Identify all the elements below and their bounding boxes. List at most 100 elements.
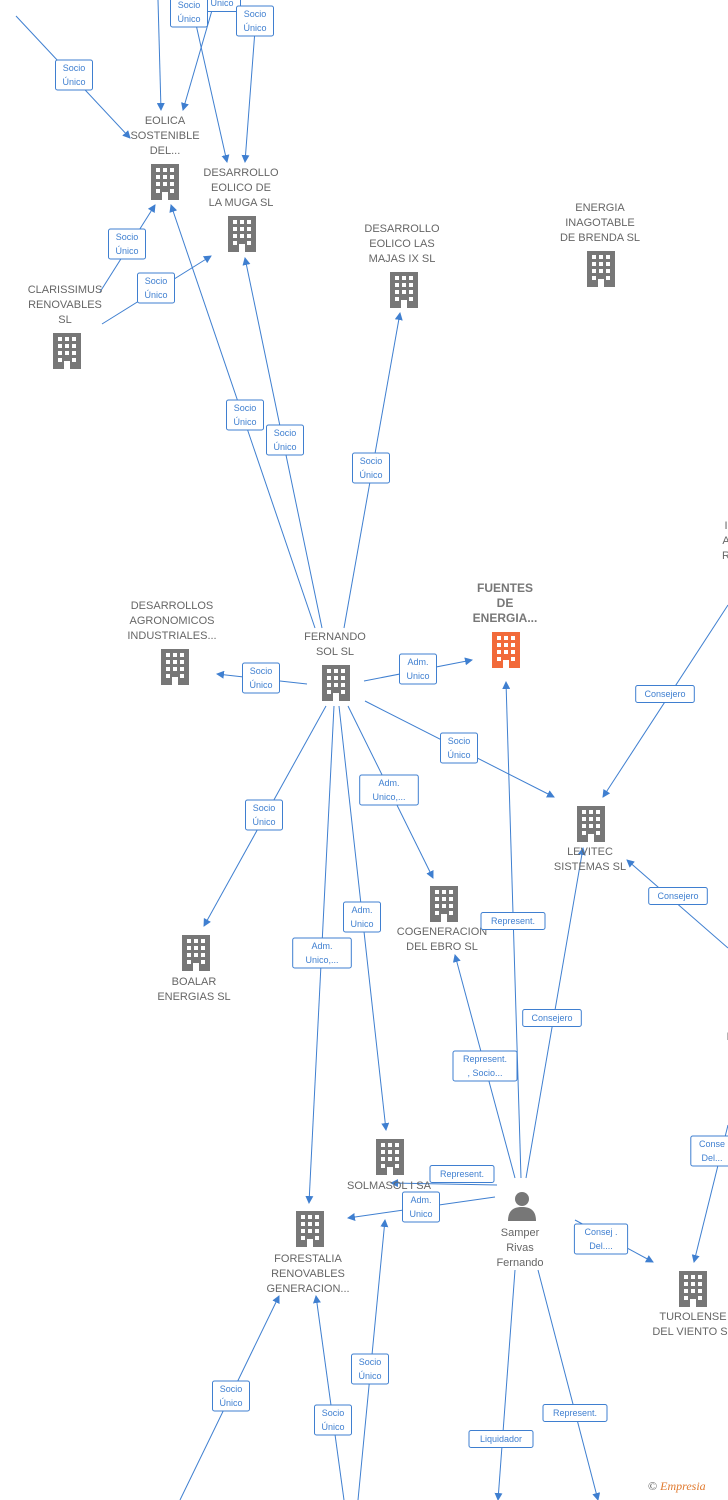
building-icon[interactable] — [376, 1139, 404, 1175]
edge-label[interactable]: Adm.Unico — [399, 653, 437, 685]
node-forestalia[interactable]: FORESTALIARENOVABLESGENERACION... — [266, 1211, 350, 1295]
edge-label[interactable]: Único — [203, 0, 241, 12]
edge-label-box[interactable] — [108, 228, 146, 260]
edge-label-box[interactable] — [452, 1050, 518, 1082]
edge-label[interactable]: Adm.Unico,... — [359, 774, 419, 806]
edge-label-box[interactable] — [292, 937, 352, 969]
edge-line — [312, 1295, 345, 1500]
node-fuentes[interactable]: FUENTESDEENERGIA... — [473, 581, 538, 668]
edge-label-box[interactable] — [314, 1404, 352, 1436]
edge-label[interactable]: Represent. — [429, 1165, 495, 1183]
edge-label-box[interactable] — [399, 653, 437, 685]
edge-label-box[interactable] — [242, 662, 280, 694]
building-icon[interactable] — [577, 806, 605, 842]
edge-label-box[interactable] — [648, 887, 708, 905]
node-label: AGRONOMICOS — [130, 615, 215, 627]
edge-label[interactable]: Consejero — [648, 887, 708, 905]
node-eolica[interactable]: EOLICASOSTENIBLEDEL... — [130, 115, 200, 200]
building-icon[interactable] — [587, 251, 615, 287]
building-icon[interactable] — [390, 272, 418, 308]
edge-label-box[interactable] — [236, 5, 274, 37]
node-partial_right2[interactable]: I — [726, 1031, 728, 1043]
node-label: DE BRENDA SL — [560, 232, 640, 244]
edge-label-box[interactable] — [170, 0, 208, 28]
building-icon[interactable] — [430, 886, 458, 922]
building-icon[interactable] — [679, 1271, 707, 1307]
building-icon[interactable] — [322, 665, 350, 701]
edge-label[interactable]: Consej .Del.... — [573, 1223, 629, 1255]
building-icon[interactable] — [228, 216, 256, 252]
edge-label-box[interactable] — [212, 1380, 250, 1412]
edge-label-box[interactable] — [429, 1165, 495, 1183]
node-agronomicos[interactable]: DESARROLLOSAGRONOMICOSINDUSTRIALES... — [127, 600, 217, 685]
edge-label-box[interactable] — [468, 1430, 534, 1448]
edge-label-box[interactable] — [266, 424, 304, 456]
edge-label[interactable]: Adm.Unico,... — [292, 937, 352, 969]
edge-label[interactable]: Consejero — [522, 1009, 582, 1027]
edge-label[interactable]: Adm.Unico — [343, 901, 381, 933]
edge-label-box[interactable] — [359, 774, 419, 806]
edge-label-box[interactable] — [137, 272, 175, 304]
empresia-logo[interactable]: Empresia — [660, 1479, 706, 1493]
edge-label[interactable]: Adm.Unico — [402, 1191, 440, 1223]
edge-label[interactable]: Represent., Socio... — [452, 1050, 518, 1082]
node-label: INAGOTABLE — [565, 217, 634, 229]
building-icon[interactable] — [296, 1211, 324, 1247]
person-icon[interactable] — [508, 1192, 536, 1221]
edge-label-text: Socio — [253, 803, 276, 813]
edge-label-box[interactable] — [690, 1135, 728, 1167]
edge-label-box[interactable] — [522, 1009, 582, 1027]
building-icon[interactable] — [492, 632, 520, 668]
edge-label-box[interactable] — [245, 799, 283, 831]
edge-label-box[interactable] — [55, 59, 93, 91]
edge-label-box[interactable] — [226, 399, 264, 431]
edge-label[interactable]: ConseDel... — [690, 1135, 728, 1167]
edge-label-box[interactable] — [573, 1223, 629, 1255]
node-solmasol[interactable]: SOLMASOL I SA — [347, 1139, 432, 1192]
edge-label[interactable]: Liquidador — [468, 1430, 534, 1448]
node-partial_right[interactable]: IAR — [722, 520, 728, 562]
edge-label-box[interactable] — [440, 732, 478, 764]
edge-label-box[interactable] — [480, 912, 546, 930]
building-icon[interactable] — [151, 164, 179, 200]
building-icon[interactable] — [53, 333, 81, 369]
building-icon[interactable] — [161, 649, 189, 685]
edge-label[interactable]: Represent. — [542, 1404, 608, 1422]
edge-label-box[interactable] — [542, 1404, 608, 1422]
edge-label[interactable]: Represent. — [480, 912, 546, 930]
node-label: INDUSTRIALES... — [127, 630, 216, 642]
edge-label-box[interactable] — [343, 901, 381, 933]
edge-label-box[interactable] — [351, 1353, 389, 1385]
node-label: DEL... — [150, 145, 181, 157]
building-icon[interactable] — [182, 935, 210, 971]
edge-label-box[interactable] — [352, 452, 390, 484]
edge-label[interactable]: Consejero — [635, 685, 695, 703]
edge-label-box[interactable] — [635, 685, 695, 703]
edge-label-box[interactable] — [402, 1191, 440, 1223]
node-label: FORESTALIA — [274, 1253, 342, 1265]
